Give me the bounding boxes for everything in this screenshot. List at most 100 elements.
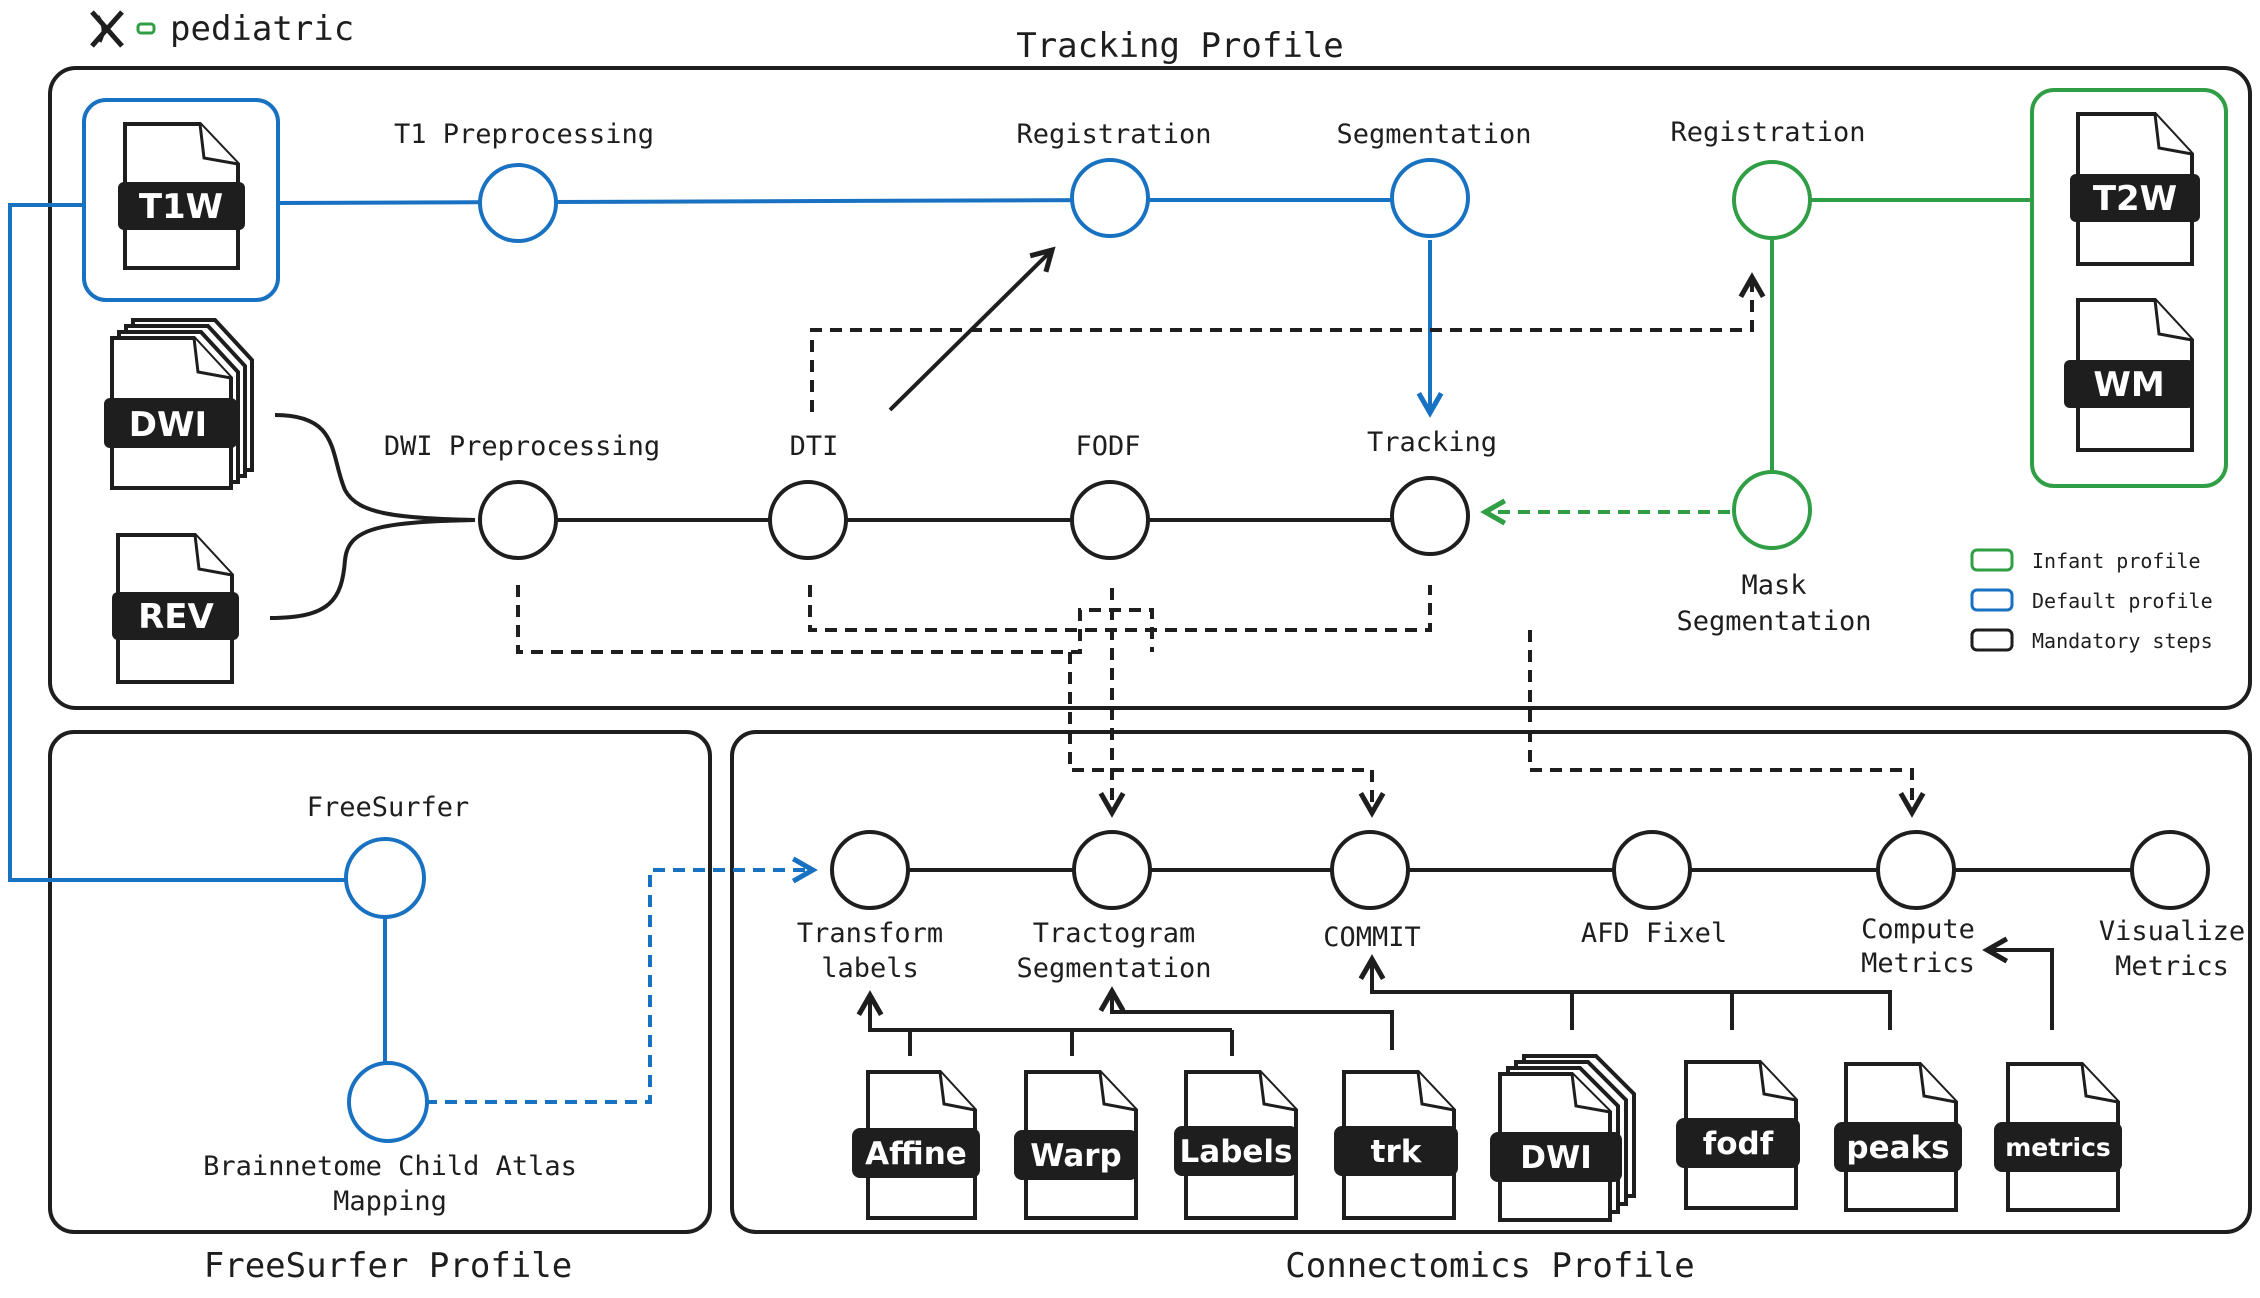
t1w-to-freesurfer-line (8, 203, 358, 882)
rev-input-line (269, 518, 476, 620)
afd-fixel-label: AFD Fixel (1581, 918, 1727, 949)
mask-segmentation-label-line2: Segmentation (1676, 606, 1871, 637)
transform-labels-node (830, 830, 910, 910)
connectomics-profile-title: Connectomics Profile (1285, 1246, 1694, 1286)
tracking-profile-title: Tracking Profile (1016, 26, 1344, 66)
commit-label: COMMIT (1323, 922, 1421, 953)
tractogram-segmentation-node (1072, 830, 1152, 910)
t2w-label: T2W (2093, 179, 2177, 219)
visualize-metrics-node (2130, 830, 2210, 910)
brainnetome-label-line2: Mapping (333, 1186, 447, 1217)
freesurfer-node (344, 837, 426, 919)
transform-inputs-bracket (868, 996, 1234, 1056)
tractogram-segmentation-label-line2: Segmentation (1016, 953, 1211, 984)
dwi-preproc-output-dash (516, 585, 1154, 654)
transform-labels-label-line1: Transform (797, 918, 943, 949)
t1w-label: T1W (139, 187, 223, 227)
dti-label: DTI (790, 431, 839, 462)
t1w-processing-line (277, 198, 1430, 205)
connectomics-profile-box (730, 730, 2252, 1234)
dti-to-infant-registration-arrow (810, 272, 1766, 412)
dwi-file-icon: DWI (104, 318, 254, 490)
legend-infant-label: Infant profile (2032, 549, 2201, 573)
t1-preprocessing-node (478, 163, 558, 243)
dwi-preprocessing-node (478, 480, 558, 560)
visualize-metrics-label-line1: Visualize (2099, 916, 2245, 947)
affine-file-icon: Affine (852, 1070, 980, 1220)
commit-node (1330, 830, 1410, 910)
mask-segmentation-label-line1: Mask (1741, 570, 1806, 601)
rev-file-icon: REV (112, 533, 239, 684)
tractogram-segmentation-label-line1: Tractogram (1033, 918, 1196, 949)
wm-label: WM (2093, 365, 2164, 405)
labels-file-icon: Labels (1174, 1070, 1298, 1220)
peaks-file-icon: peaks (1834, 1062, 1962, 1212)
infant-registration-node (1732, 160, 1812, 240)
dwi-input-line (274, 413, 476, 522)
legend-default-swatch (1970, 588, 2014, 612)
registration-label: Registration (1016, 119, 1211, 150)
compute-metrics-label-line2: Metrics (1861, 948, 1975, 979)
fodf-label: FODF (1075, 431, 1140, 462)
compute-metrics-label-line1: Compute (1861, 914, 1975, 945)
t1w-file-icon: T1W (118, 122, 245, 270)
tracking-node (1390, 476, 1470, 556)
fodf-node (1070, 480, 1150, 560)
dwi-label: DWI (129, 405, 207, 445)
metrics-inputs-bracket (1570, 990, 1892, 1030)
to-compute-metrics-dash-arrow (1528, 630, 1926, 818)
peaks-label: peaks (1846, 1130, 1949, 1166)
labels-label: Labels (1180, 1134, 1293, 1170)
legend-infant-swatch (1970, 548, 2014, 572)
warp-file-icon: Warp (1014, 1070, 1138, 1220)
dwi-stack-file-icon: DWI (1490, 1054, 1636, 1222)
warp-label: Warp (1030, 1138, 1122, 1174)
dti-node (768, 480, 848, 560)
visualize-metrics-label-line2: Metrics (2115, 951, 2229, 982)
t1-preprocessing-label: T1 Preprocessing (394, 119, 654, 150)
metrics-file-icon: metrics (1994, 1062, 2122, 1212)
brainnetome-label-line1: Brainnetome Child Atlas (203, 1151, 577, 1182)
infant-registration-label: Registration (1670, 117, 1865, 148)
affine-label: Affine (865, 1136, 967, 1172)
infant-inputs-frame (2030, 88, 2228, 488)
segmentation-node (1390, 158, 1470, 238)
freesurfer-profile-title: FreeSurfer Profile (204, 1246, 572, 1286)
t1w-input-frame (82, 98, 280, 302)
metrics-to-compute-arrow (1982, 936, 2054, 1030)
freesurfer-label: FreeSurfer (307, 792, 470, 823)
trk-label: trk (1371, 1134, 1423, 1170)
afd-fixel-node (1612, 830, 1692, 910)
dti-tracking-output-dash (808, 585, 1432, 632)
legend: Infant profile Default profile Mandatory… (1970, 548, 2213, 653)
dwi-preprocessing-label: DWI Preprocessing (384, 431, 660, 462)
registration-node (1070, 158, 1150, 238)
legend-mandatory-label: Mandatory steps (2032, 629, 2213, 653)
atlas-to-transform-arrow (425, 856, 818, 1104)
brand-logo: pediatric (90, 9, 354, 49)
brainnetome-node (347, 1061, 429, 1143)
fodf-file-icon: fodf (1676, 1060, 1800, 1210)
compute-metrics-node (1876, 830, 1956, 910)
to-commit-dash-arrow (1068, 652, 1386, 818)
t2w-file-icon: T2W (2070, 112, 2200, 266)
fodf-file-label: fodf (1703, 1126, 1774, 1162)
legend-default-label: Default profile (2032, 589, 2213, 613)
trk-file-icon: trk (1334, 1070, 1458, 1220)
segmentation-label: Segmentation (1336, 119, 1531, 150)
mask-segmentation-node (1732, 470, 1812, 550)
rev-label: REV (138, 597, 214, 637)
trk-to-tractogram-arrow (1098, 986, 1394, 1050)
metrics-label: metrics (2005, 1133, 2111, 1162)
tracking-label: Tracking (1367, 427, 1497, 458)
freesurfer-profile-box (48, 730, 712, 1234)
brand-name: pediatric (170, 9, 354, 49)
inputs-to-commit-arrow (1358, 954, 1572, 994)
wm-file-icon: WM (2064, 298, 2194, 452)
transform-labels-label-line2: labels (821, 953, 919, 984)
legend-mandatory-swatch (1970, 628, 2014, 652)
tracking-profile-box (48, 66, 2252, 710)
scilus-x-logo-icon (90, 10, 156, 48)
dwi-connectomics-label: DWI (1520, 1140, 1591, 1176)
